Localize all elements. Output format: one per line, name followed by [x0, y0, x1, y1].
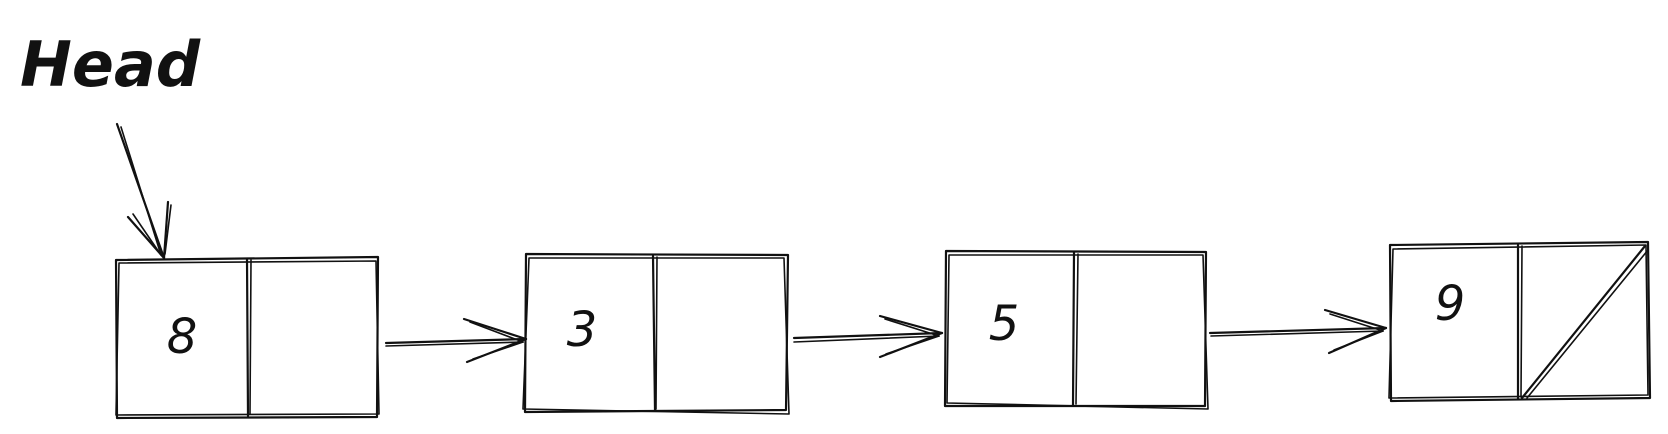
node-2-value: 3 — [567, 302, 598, 358]
node-4-value: 9 — [1435, 276, 1466, 332]
arrow-node-1-to-node-2 — [384, 317, 528, 364]
node-4: 9 — [1388, 240, 1652, 403]
head-pointer-arrow — [115, 122, 172, 260]
node-1-value: 8 — [167, 309, 198, 365]
arrow-node-2-to-node-3 — [792, 314, 944, 359]
head-label: Head — [20, 28, 201, 101]
node-3: 5 — [943, 249, 1209, 410]
node-3-value: 5 — [989, 296, 1020, 352]
arrow-node-3-to-node-4 — [1208, 308, 1388, 355]
null-pointer-slash — [1520, 244, 1649, 400]
node-1: 8 — [114, 255, 380, 420]
node-2: 3 — [522, 252, 790, 415]
